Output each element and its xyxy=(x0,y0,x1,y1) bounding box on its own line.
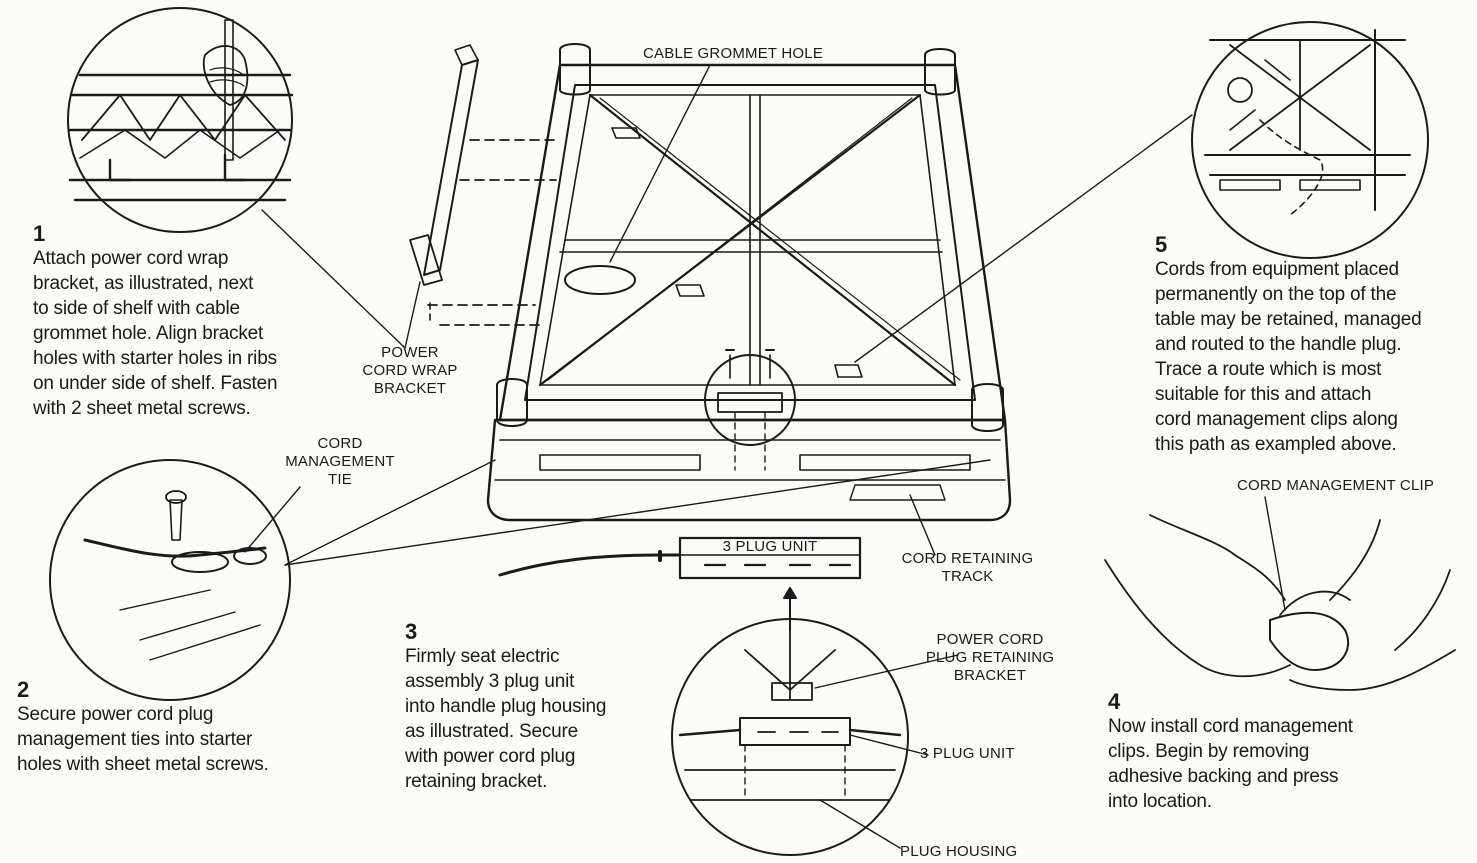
detail-circle-cord-route xyxy=(1191,21,1429,259)
step-4-text: Now install cord management clips. Begin… xyxy=(1108,716,1353,812)
leader-lines xyxy=(244,64,1286,849)
detail-circle-bracket-install xyxy=(67,7,294,233)
step-5: 5 Cords from equipment placed permanentl… xyxy=(1155,233,1475,457)
label-cord-management-tie: CORD MANAGEMENT TIE xyxy=(285,435,395,488)
power-cord-wrap-bracket-drawing xyxy=(409,44,557,326)
step-3-number: 3 xyxy=(405,619,418,644)
label-cord-management-clip: CORD MANAGEMENT CLIP xyxy=(1237,477,1435,494)
step-4: 4 Now install cord management clips. Beg… xyxy=(1108,690,1438,814)
label-three-plug-unit-detail: 3 PLUG UNIT xyxy=(920,745,1015,762)
label-cord-retaining-track: CORD RETAINING TRACK xyxy=(901,550,1034,585)
label-cable-grommet-hole: CABLE GROMMET HOLE xyxy=(643,45,824,62)
hands-clip-drawing xyxy=(1104,514,1456,691)
step-1: 1 Attach power cord wrap bracket, as ill… xyxy=(33,222,353,421)
step-2: 2 Secure power cord plug management ties… xyxy=(17,678,347,777)
step-2-text: Secure power cord plug management ties i… xyxy=(17,704,269,775)
label-power-cord-wrap-bracket: POWER CORD WRAP BRACKET xyxy=(362,344,458,397)
step-5-number: 5 xyxy=(1155,232,1168,257)
step-4-number: 4 xyxy=(1108,689,1121,714)
step-1-number: 1 xyxy=(33,221,46,246)
step-3-text: Firmly seat electric assembly 3 plug uni… xyxy=(405,646,607,792)
step-2-number: 2 xyxy=(17,677,30,702)
table-underside-drawing xyxy=(486,43,1012,522)
label-three-plug-unit-top: 3 PLUG UNIT xyxy=(722,538,818,555)
label-plug-housing: PLUG HOUSING xyxy=(900,843,1018,860)
step-1-text: Attach power cord wrap bracket, as illus… xyxy=(33,248,278,419)
step-5-text: Cords from equipment placed permanently … xyxy=(1155,259,1422,455)
three-plug-unit-drawing xyxy=(498,536,862,631)
detail-circle-cord-tie xyxy=(49,459,291,701)
step-3: 3 Firmly seat electric assembly 3 plug u… xyxy=(405,620,675,794)
label-power-cord-plug-retaining-bracket: POWER CORD PLUG RETAINING BRACKET xyxy=(925,631,1055,684)
detail-circle-plug-housing xyxy=(671,618,909,856)
